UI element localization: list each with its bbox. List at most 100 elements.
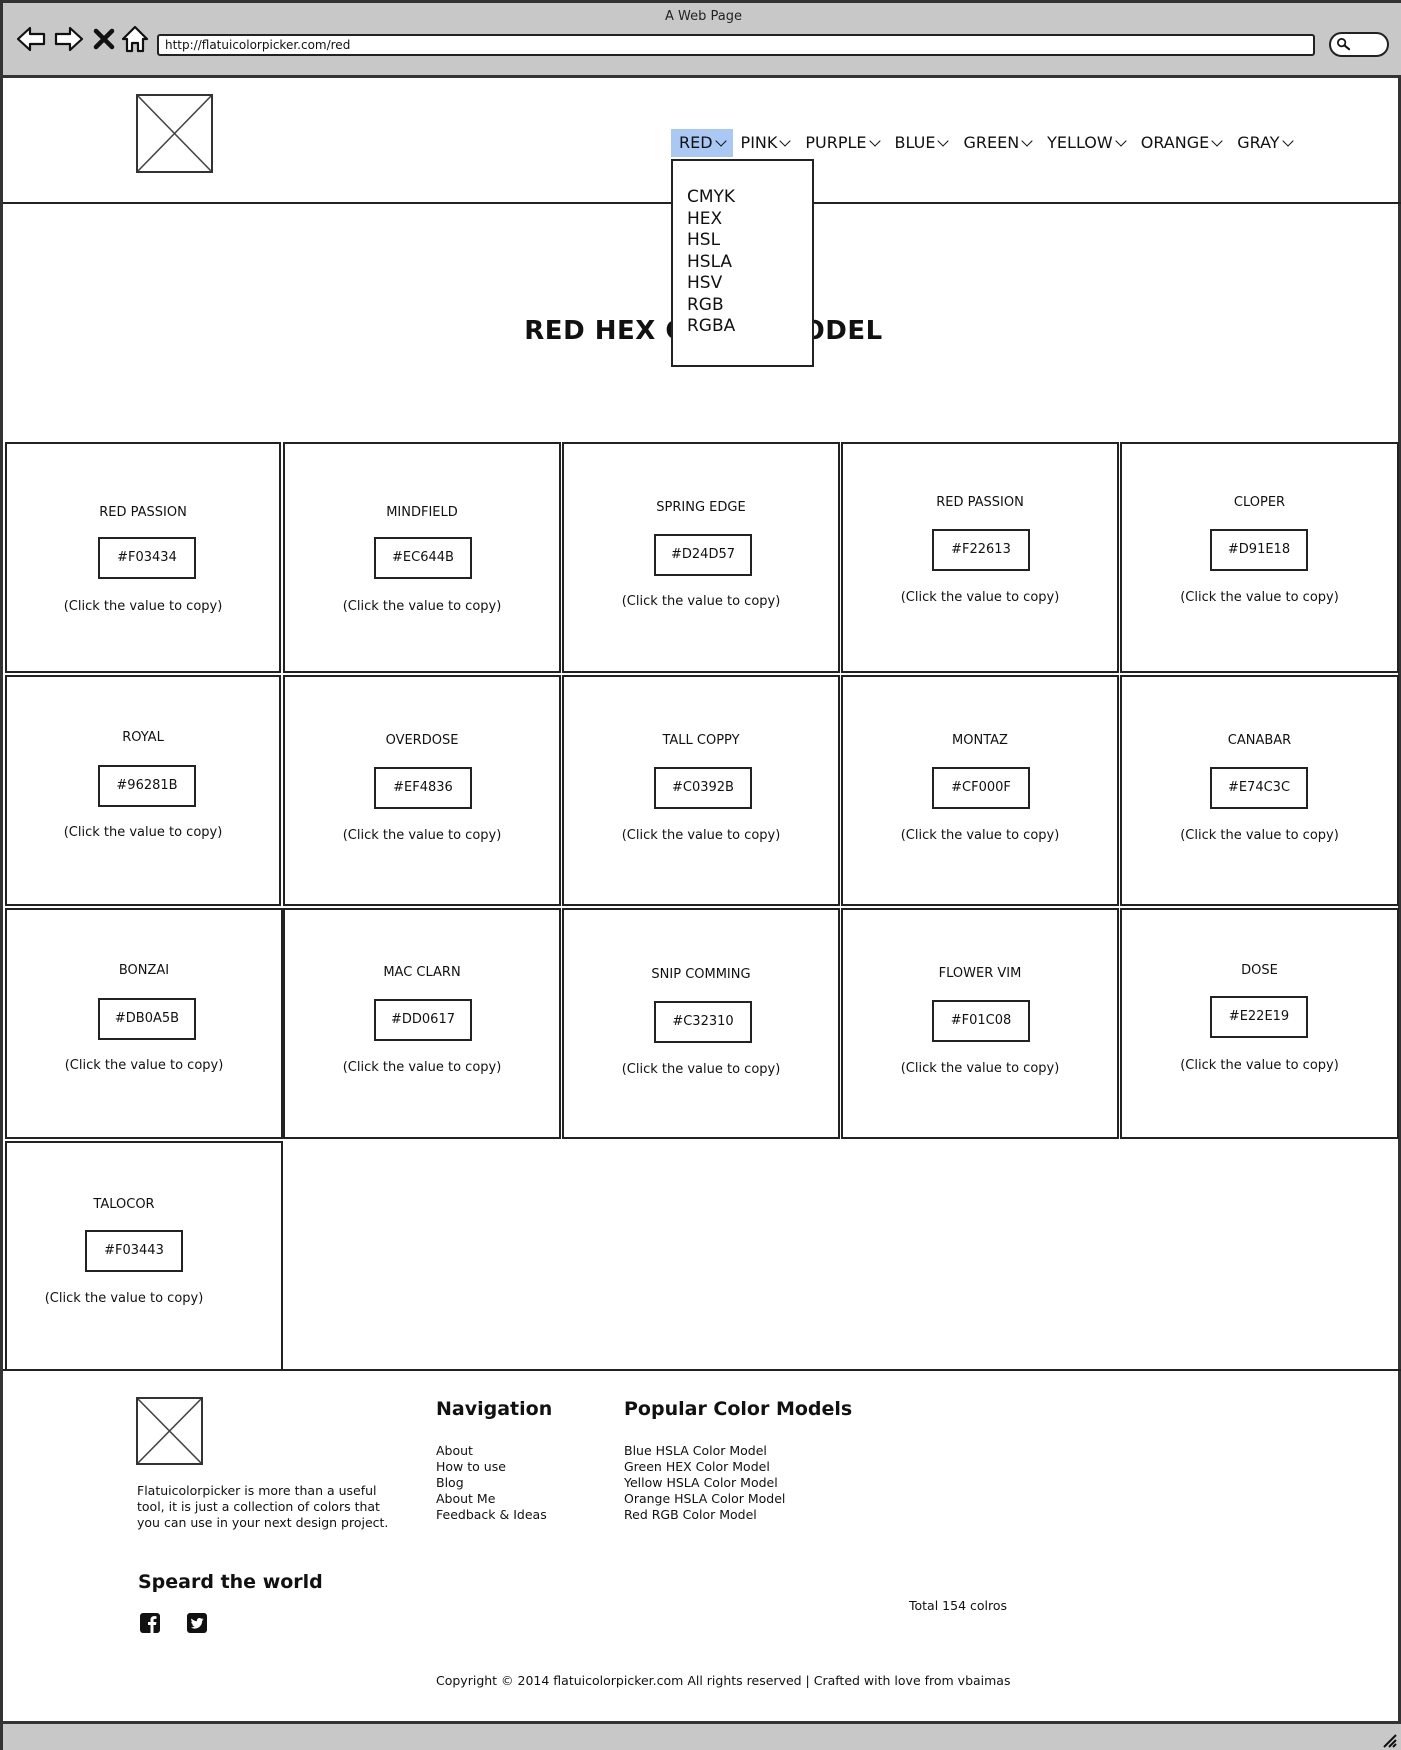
copy-hint: (Click the value to copy) — [44, 1291, 204, 1306]
copy-hint: (Click the value to copy) — [342, 1060, 502, 1075]
hex-value-button[interactable]: #C32310 — [654, 1001, 752, 1043]
browser-toolbar: A Web Page http://flatuicolorpicker.com/… — [3, 3, 1401, 78]
color-name: FLOWER VIM — [938, 966, 1022, 981]
copy-hint: (Click the value to copy) — [1180, 1058, 1339, 1073]
color-card: MINDFIELD #EC644B (Click the value to co… — [283, 442, 561, 673]
home-icon[interactable] — [119, 23, 151, 55]
nav-item-yellow[interactable]: YELLOW — [1039, 129, 1133, 157]
copy-hint: (Click the value to copy) — [342, 828, 502, 843]
color-card: SNIP COMMING #C32310 (Click the value to… — [562, 908, 840, 1139]
color-card: RED PASSION #F22613 (Click the value to … — [841, 442, 1119, 673]
footer-link-about[interactable]: About — [436, 1443, 473, 1458]
dropdown-item-hex[interactable]: HEX — [687, 208, 723, 229]
nav-item-blue[interactable]: BLUE — [887, 129, 956, 157]
popular-link-red-rgb[interactable]: Red RGB Color Model — [624, 1507, 757, 1522]
chevron-down-icon — [1021, 134, 1033, 147]
back-arrow-icon[interactable] — [15, 23, 47, 55]
nav-item-pink[interactable]: PINK — [733, 129, 798, 157]
color-name: DOSE — [1241, 963, 1278, 978]
hex-value-button[interactable]: #D91E18 — [1210, 529, 1308, 571]
facebook-icon[interactable] — [139, 1612, 161, 1634]
copy-hint: (Click the value to copy) — [900, 590, 1060, 605]
copy-hint: (Click the value to copy) — [621, 828, 781, 843]
hex-value-button[interactable]: #EF4836 — [374, 767, 472, 809]
footer-link-feedback[interactable]: Feedback & Ideas — [436, 1507, 547, 1522]
browser-status-bar — [3, 1721, 1401, 1750]
popular-link-green-hex[interactable]: Green HEX Color Model — [624, 1459, 770, 1474]
forward-arrow-icon[interactable] — [53, 23, 85, 55]
footer-link-about-me[interactable]: About Me — [436, 1491, 496, 1506]
hex-value-button[interactable]: #E22E19 — [1210, 996, 1308, 1038]
color-name: RED PASSION — [99, 505, 187, 520]
chevron-down-icon — [779, 134, 792, 147]
nav-item-red[interactable]: RED — [671, 129, 733, 157]
copy-hint: (Click the value to copy) — [64, 1058, 224, 1073]
color-card: DOSE #E22E19 (Click the value to copy) — [1120, 908, 1399, 1139]
hex-value-button[interactable]: #DB0A5B — [98, 998, 196, 1040]
nav-item-orange[interactable]: ORANGE — [1133, 129, 1229, 157]
chevron-down-icon — [1281, 134, 1294, 147]
chevron-down-icon — [714, 134, 727, 147]
copy-hint: (Click the value to copy) — [621, 594, 781, 609]
color-name: RED PASSION — [936, 495, 1024, 510]
color-card: MAC CLARN #DD0617 (Click the value to co… — [283, 908, 561, 1139]
hex-value-button[interactable]: #D24D57 — [654, 534, 752, 576]
resize-grip-icon[interactable] — [1380, 1731, 1398, 1749]
footer-link-how-to-use[interactable]: How to use — [436, 1459, 506, 1474]
copy-hint: (Click the value to copy) — [63, 825, 223, 840]
color-name: CANABAR — [1227, 733, 1292, 748]
hex-value-button[interactable]: #DD0617 — [374, 999, 472, 1041]
chevron-down-icon — [868, 134, 881, 147]
color-card: SPRING EDGE #D24D57 (Click the value to … — [562, 442, 840, 673]
stop-x-icon[interactable] — [91, 23, 117, 55]
dropdown-item-hsv[interactable]: HSV — [687, 273, 723, 293]
hex-value-button[interactable]: #F22613 — [932, 529, 1030, 571]
copy-hint: (Click the value to copy) — [63, 599, 223, 614]
copyright-text: Copyright © 2014 flatuicolorpicker.com A… — [436, 1673, 1011, 1688]
hex-value-button[interactable]: #EC644B — [374, 537, 472, 579]
twitter-icon[interactable] — [186, 1612, 208, 1634]
color-card: OVERDOSE #EF4836 (Click the value to cop… — [283, 675, 561, 906]
popular-link-blue-hsla[interactable]: Blue HSLA Color Model — [624, 1443, 767, 1458]
hex-value-button[interactable]: #F03434 — [98, 537, 196, 579]
chevron-down-icon — [1211, 134, 1223, 147]
color-card: FLOWER VIM #F01C08 (Click the value to c… — [841, 908, 1119, 1139]
dropdown-item-hsl[interactable]: HSL — [687, 230, 721, 250]
dropdown-item-rgb[interactable]: RGB — [687, 294, 724, 315]
copy-hint: (Click the value to copy) — [342, 599, 502, 614]
hex-value-button[interactable]: #96281B — [98, 765, 196, 807]
color-name: MAC CLARN — [383, 965, 461, 980]
dropdown-item-cmyk[interactable]: CMYK — [687, 187, 736, 207]
chevron-down-icon — [937, 134, 950, 147]
color-model-dropdown: CMYK HEX HSL HSLA HSV RGB RGBA — [671, 159, 814, 367]
hex-value-button[interactable]: #F01C08 — [932, 1000, 1030, 1042]
footer-logo[interactable] — [136, 1397, 203, 1465]
color-card: ROYAL #96281B (Click the value to copy) — [5, 675, 281, 906]
nav-item-purple[interactable]: PURPLE — [797, 129, 886, 157]
dropdown-item-rgba[interactable]: RGBA — [687, 316, 736, 336]
color-card: TALOCOR #F03443 (Click the value to copy… — [5, 1141, 283, 1371]
popular-link-yellow-hsla[interactable]: Yellow HSLA Color Model — [624, 1475, 778, 1490]
browser-search-field[interactable] — [1329, 32, 1389, 57]
color-card: TALL COPPY #C0392B (Click the value to c… — [562, 675, 840, 906]
hex-value-button[interactable]: #E74C3C — [1210, 767, 1308, 809]
color-card: BONZAI #DB0A5B (Click the value to copy) — [5, 908, 283, 1139]
dropdown-item-hsla[interactable]: HSLA — [687, 251, 733, 272]
total-colors-count: Total 154 colros — [909, 1598, 1008, 1613]
hex-value-button[interactable]: #C0392B — [654, 767, 752, 809]
hex-value-button[interactable]: #CF000F — [932, 767, 1030, 809]
nav-item-gray[interactable]: GRAY — [1229, 129, 1299, 157]
footer-link-blog[interactable]: Blog — [436, 1475, 464, 1490]
color-name: CLOPER — [1233, 495, 1286, 510]
nav-item-green[interactable]: GREEN — [955, 129, 1039, 157]
color-card: RED PASSION #F03434 (Click the value to … — [5, 442, 281, 673]
hex-value-button[interactable]: #F03443 — [85, 1230, 183, 1272]
address-bar[interactable]: http://flatuicolorpicker.com/red — [157, 34, 1315, 56]
color-name: SPRING EDGE — [656, 500, 746, 515]
footer-about-text: Flatuicolorpicker is more than a useful … — [137, 1483, 389, 1530]
popular-link-orange-hsla[interactable]: Orange HSLA Color Model — [624, 1491, 786, 1506]
site-logo[interactable] — [136, 94, 213, 173]
popular-model-links: Blue HSLA Color Model Green HEX Color Mo… — [624, 1443, 785, 1523]
popular-models-heading: Popular Color Models — [624, 1398, 853, 1420]
